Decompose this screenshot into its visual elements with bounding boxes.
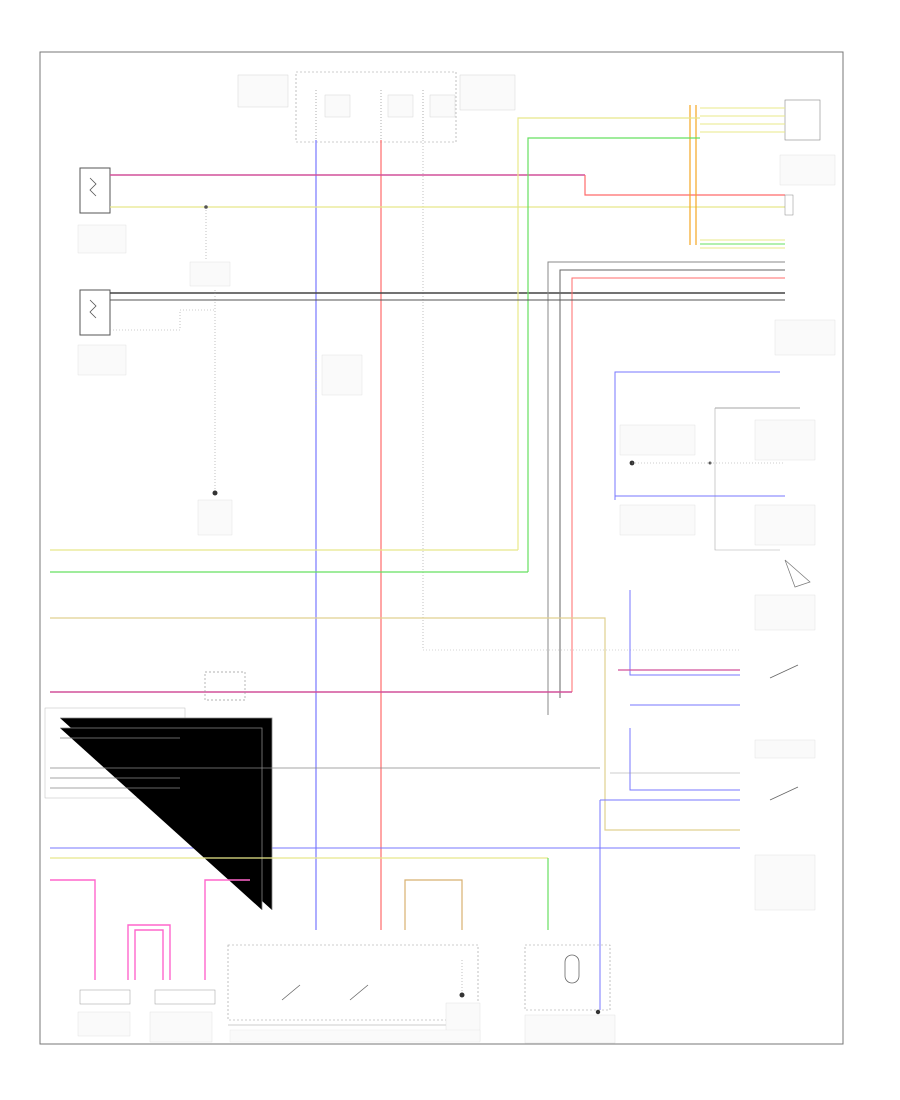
bottom-pink-wires (50, 879, 250, 980)
fuse-label-box-4 (429, 94, 456, 118)
sensor-lower-left (77, 289, 127, 376)
pressure-sensor-label (754, 594, 816, 631)
fuse-label-box-5 (459, 74, 516, 111)
wire-dark-ecm-2 (559, 269, 785, 698)
relay-switch-right-1-label (754, 739, 816, 759)
sensor-upper-left-body (79, 167, 111, 214)
connector-wire-2 (60, 727, 263, 910)
compressor-clutch-switch (227, 944, 479, 1026)
ac-compressor-coil (564, 954, 580, 984)
ground-point-bottom (459, 992, 465, 998)
fuse-box-mid (204, 671, 246, 701)
right-connector-top-label (779, 154, 836, 186)
wire-yellow-right-bundle (700, 107, 785, 249)
connector-block-wires (50, 717, 600, 910)
ground-label-left (197, 499, 233, 536)
pink-wire-1 (50, 879, 96, 980)
sensor-lower-left-body (79, 289, 111, 336)
wire-green-long (527, 137, 700, 572)
bottom-connector-1 (79, 989, 131, 1005)
ac-compressor-label (524, 1014, 616, 1044)
fuse-label-box-1 (237, 74, 289, 108)
ecm-connector (784, 194, 794, 216)
ac-compressor-ground (595, 1009, 601, 1015)
sensor-lower-left-coil (89, 299, 97, 319)
compressor-clutch-box (227, 944, 479, 1021)
right-switch-label-2 (754, 504, 816, 546)
relay-switch-right-2-label (754, 854, 816, 911)
center-switch (315, 350, 363, 405)
ac-compressor-clutch-box (524, 944, 611, 1011)
sensor-upper-left-label (77, 224, 127, 254)
fuse-label-box-2 (324, 94, 351, 118)
wire-blue-right-lower (629, 590, 740, 676)
connector-label-left (189, 261, 231, 287)
wire-red-ecm-3 (571, 277, 785, 692)
sensor-upper-left-coil (89, 177, 97, 197)
fuse-block-group (237, 71, 516, 143)
relay-switch-right-2-lever (769, 786, 799, 801)
relay-switch-right-1 (754, 664, 816, 759)
sensor-upper-left (77, 167, 127, 254)
pressure-sensor (754, 559, 816, 631)
bottom-connector-label-1 (77, 1011, 131, 1037)
bottom-connector-2 (154, 989, 216, 1005)
pressure-switch-label-2 (619, 504, 696, 536)
relay-switch-right-1-lever (769, 664, 799, 679)
pink-wire-2 (127, 924, 171, 980)
pink-wire-3 (134, 929, 164, 980)
center-switch-label (321, 354, 363, 396)
wire-yellow-long-1 (517, 117, 700, 550)
splice-upper (204, 205, 208, 209)
pink-wire-4 (204, 879, 250, 980)
fuse-block (295, 71, 457, 143)
wire-tan-bottom (404, 879, 463, 930)
compressor-label-box (229, 1029, 481, 1043)
wire-gray-lower-sensor (110, 309, 215, 331)
compressor-switch-2 (349, 984, 369, 1001)
wire-red-top (584, 175, 785, 196)
ecm-label (774, 319, 836, 356)
sensor-lower-left-label (77, 344, 127, 376)
bottom-connector-label-2 (149, 1011, 213, 1043)
pressure-switch-label-1 (619, 424, 696, 456)
wire-blue-right-lower-3 (629, 728, 740, 791)
ground-point-left (212, 490, 218, 496)
compressor-switch-1 (281, 984, 301, 1001)
diagram-frame (39, 51, 844, 1045)
right-switch-label-1 (754, 419, 816, 461)
wire-gray-ecm-1 (547, 261, 785, 715)
fuse-label-box-3 (387, 94, 414, 118)
wire-gray-right-3 (714, 408, 780, 551)
pressure-sensor-body (784, 559, 811, 588)
right-connector-top-body (784, 99, 821, 141)
wire-tan-mid-long (50, 617, 740, 831)
right-connector-top (779, 99, 836, 186)
relay-switch-right-2 (754, 786, 816, 911)
wire-blue-right-1 (614, 371, 780, 500)
ac-compressor-clutch (524, 944, 616, 1044)
